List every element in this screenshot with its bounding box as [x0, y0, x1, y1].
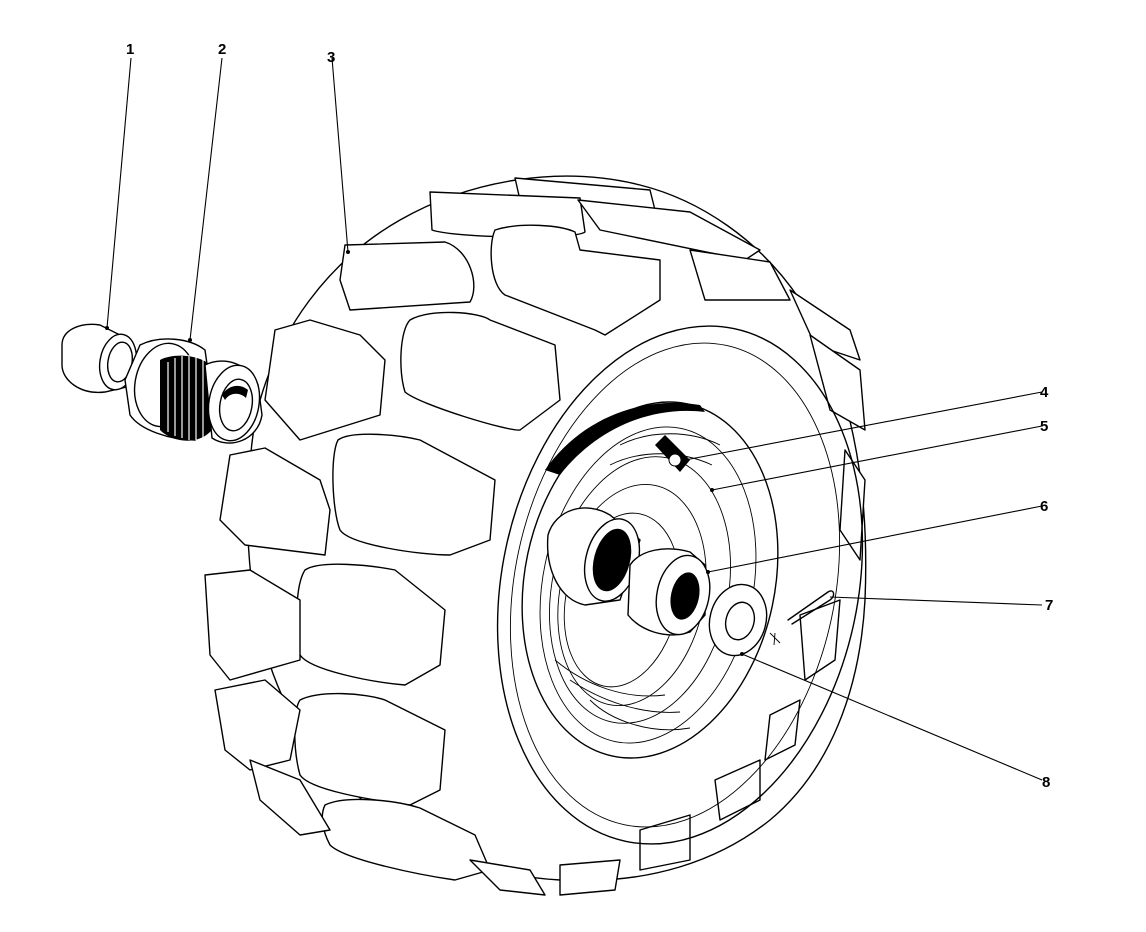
tread-lug	[296, 563, 446, 686]
tread-lug	[714, 759, 761, 821]
splined-hub	[124, 338, 263, 444]
tread-lug	[249, 759, 331, 836]
axle-spindle	[546, 507, 641, 606]
tire	[204, 175, 867, 896]
tread-lug	[764, 699, 801, 761]
callout-8: 8	[1042, 774, 1050, 791]
tread-lug	[490, 224, 661, 336]
washer	[708, 583, 781, 657]
leader-lines	[106, 57, 1043, 781]
callout-2: 2	[218, 41, 226, 58]
tread-lug	[689, 249, 791, 301]
tread-lug	[339, 241, 475, 311]
tread-lug	[332, 433, 496, 556]
tread-lug	[577, 199, 761, 261]
tread-lug	[219, 447, 331, 556]
rim-shadow-edge	[545, 402, 705, 475]
tread-lug	[321, 798, 491, 881]
valve-stem	[655, 435, 690, 472]
callout-5: 5	[1040, 418, 1048, 435]
tire-sidewall-inner-line	[509, 342, 841, 828]
tread-lug	[559, 859, 621, 896]
callout-3: 3	[327, 49, 335, 66]
callout-7: 7	[1045, 597, 1053, 614]
leader-dots	[105, 250, 744, 656]
tread-lug	[839, 449, 866, 561]
tread-lug	[294, 692, 446, 806]
tread-lug	[204, 569, 301, 681]
tire-sidewall	[496, 325, 864, 845]
tread-lug	[400, 311, 561, 431]
axle-sleeve	[61, 323, 138, 394]
tread-lug	[799, 599, 841, 681]
callout-4: 4	[1040, 384, 1049, 401]
tread-lug	[214, 679, 301, 771]
callout-6: 6	[1040, 498, 1048, 515]
bearing	[627, 548, 711, 636]
tread-lug	[469, 859, 546, 896]
cotter-pin	[787, 590, 835, 625]
tread-lug	[789, 289, 861, 361]
callout-1: 1	[126, 41, 134, 58]
tread-lug	[809, 334, 866, 431]
callout-numbers: 1 2 3 4 5 6 7 8	[126, 41, 1053, 791]
tread-lug	[264, 319, 386, 441]
